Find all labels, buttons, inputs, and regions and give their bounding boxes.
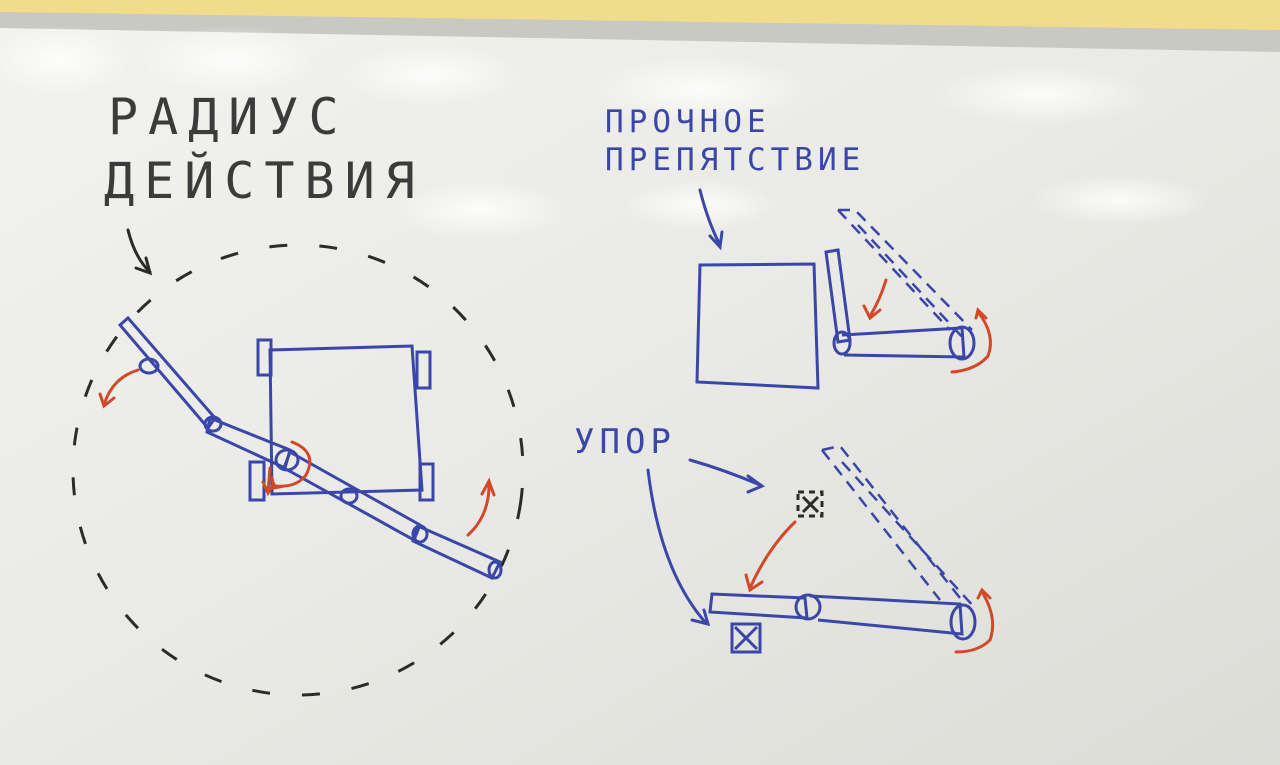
whiteboard-surface [0,28,1280,765]
action-radius-diagram [71,228,525,697]
arm-base [841,326,966,359]
radius-label-line1: РАДИУС [108,88,349,146]
rotation-arrows [98,368,496,537]
robot-body [268,344,424,496]
arm-ghost-dashed [837,208,973,341]
robot-arm [117,315,503,580]
wheel [418,462,435,502]
obstacle-pointer-arrow [698,188,724,251]
stop-marker-dashed [796,490,824,518]
solid-obstacle-label-line1: ПРОЧНОЕ [605,104,771,140]
red-swing-arrow [744,520,797,593]
red-swing-arrow [862,278,888,321]
stop-arm-ghost-dashed [821,444,976,609]
stop-pointer-arrow-2 [646,468,711,627]
stop-marker [730,622,762,654]
stop-pointer-arrow-1 [688,458,766,494]
stop-diagram [646,444,995,654]
radius-label-line2: ДЕЙСТВИЯ [104,152,425,210]
stop-arm-right [809,594,964,636]
red-rotation-arrow [954,587,995,654]
light-reflections [0,25,1210,240]
radius-pointer-arrow [126,228,153,276]
wheel [256,338,273,377]
solid-obstacle-label-line2: ПРЕПЯТСТВИЕ [605,142,866,178]
stop-label: УПОР [574,422,676,462]
dashed-radius-circle [71,243,525,697]
wheel [415,350,432,390]
solid-obstacle-box [695,262,820,390]
red-rotation-arrow [950,307,992,374]
solid-obstacle-diagram [695,188,992,390]
